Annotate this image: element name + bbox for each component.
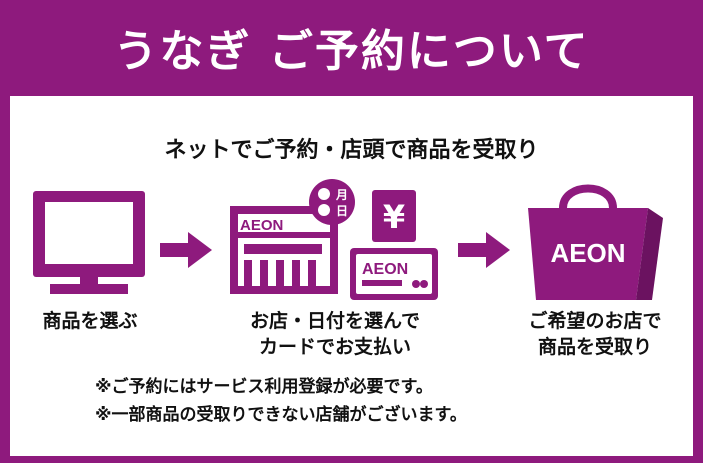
badge-day-text: 日 <box>336 204 348 218</box>
step-2-line-1: お店・日付を選んで <box>249 310 421 332</box>
step-1-line-1: 商品を選ぶ <box>42 310 138 332</box>
store-logo-text: AEON <box>240 217 283 234</box>
computer-monitor-icon <box>33 191 145 294</box>
yen-symbol-text: ¥ <box>383 198 405 236</box>
step-3-label: ご希望のお店で 商品を受取り <box>505 308 685 360</box>
credit-card-icon: AEON <box>350 248 438 300</box>
intro-text: ネットでご予約・店頭で商品を受取り <box>164 138 539 163</box>
content-panel: ネットでご予約・店頭で商品を受取り AEON <box>10 96 693 456</box>
calendar-date-badge-icon: 月 日 <box>309 179 355 225</box>
yen-icon: ¥ <box>372 190 416 242</box>
note-pickup-limitation: ※一部商品の受取りできない店舗がございます。 <box>95 405 467 425</box>
step-2-line-2: カードでお支払い <box>258 336 411 358</box>
banner-title: うなぎ ご予約について <box>113 26 590 77</box>
shopping-bag-icon: AEON <box>528 184 663 300</box>
arrow-right-icon <box>458 232 510 268</box>
step-2-label: お店・日付を選んで カードでお支払い <box>230 308 440 360</box>
step-3-line-1: ご希望のお店で <box>528 310 662 332</box>
badge-month-text: 月 <box>335 188 348 202</box>
bag-logo-text: AEON <box>550 238 625 268</box>
arrow-right-icon <box>160 232 212 268</box>
step-3-line-2: 商品を受取り <box>537 336 652 358</box>
card-logo-text: AEON <box>362 261 408 278</box>
step-1-label: 商品を選ぶ <box>10 308 170 334</box>
note-registration: ※ご予約にはサービス利用登録が必要です。 <box>95 377 433 397</box>
store-building-icon: AEON <box>230 206 338 294</box>
